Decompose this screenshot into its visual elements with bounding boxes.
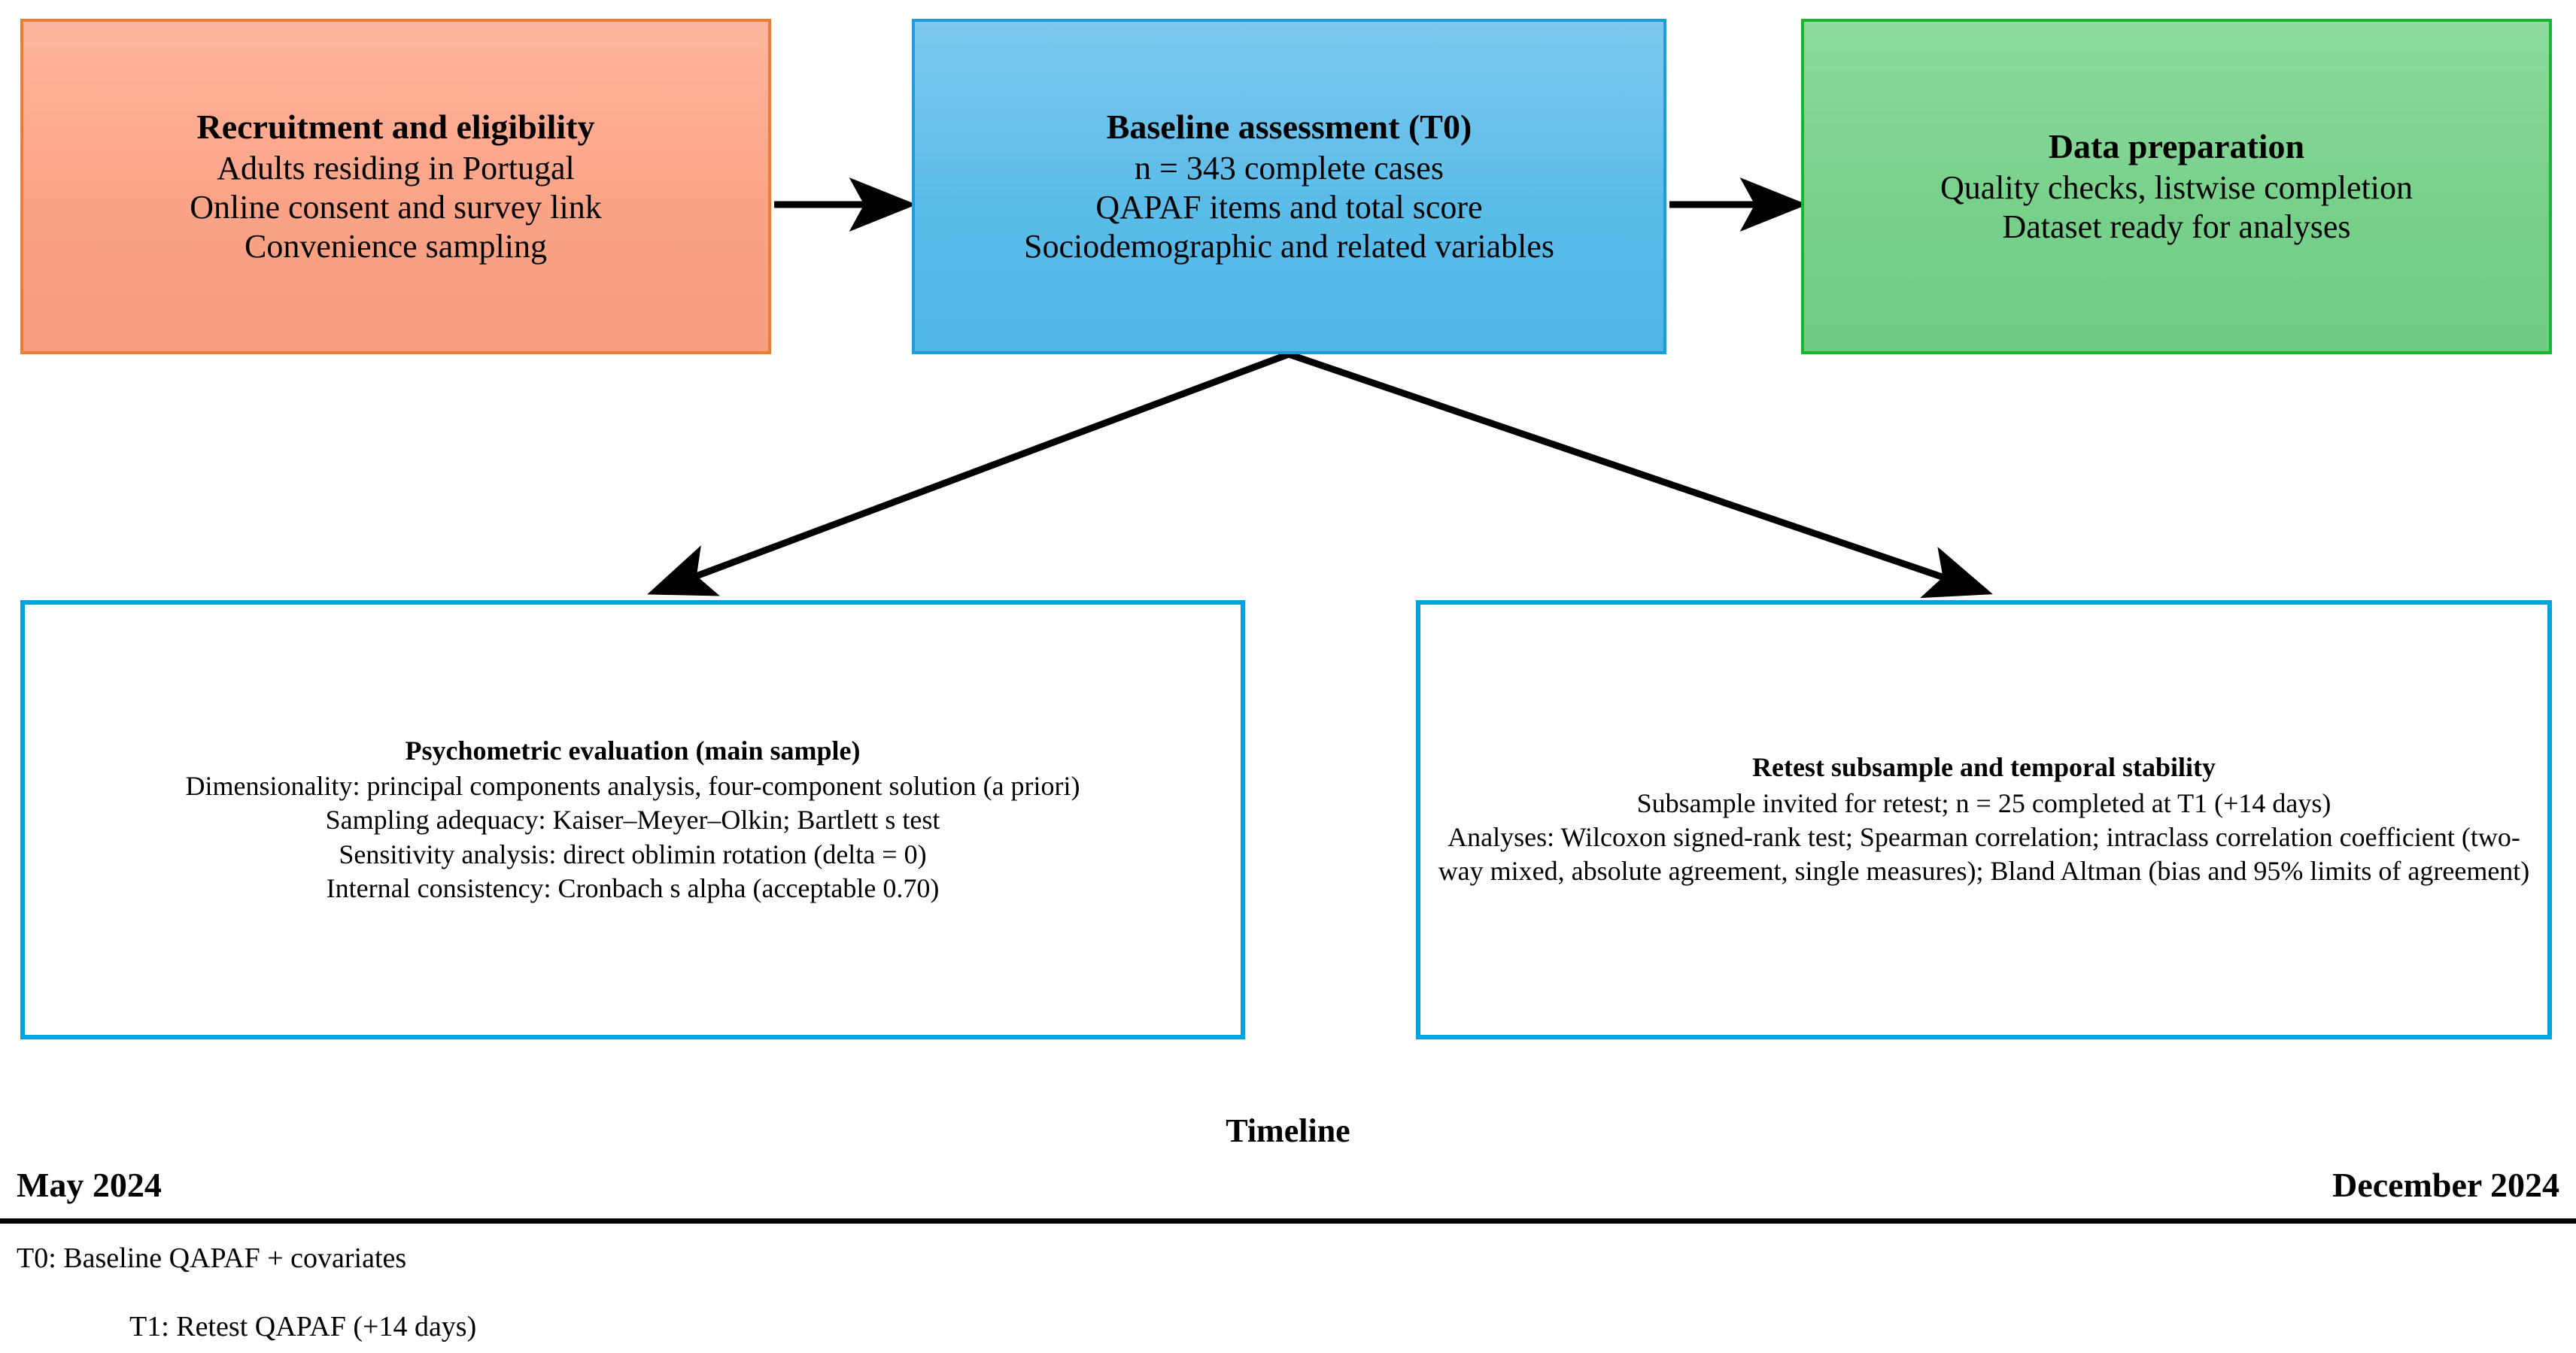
timeline-axis-line (0, 1218, 2576, 1224)
stage-box-recruitment: Recruitment and eligibility Adults resid… (20, 19, 771, 354)
stage-line-recruitment-2: Online consent and survey link (190, 189, 602, 226)
stage-body-recruitment: Recruitment and eligibility Adults resid… (179, 107, 612, 266)
stage-line-recruitment-1: Adults residing in Portugal (217, 150, 575, 187)
stage-line-baseline-1: n = 343 complete cases (1135, 150, 1444, 187)
branch-panel-psychometric-evaluation: Psychometric evaluation (main sample) Di… (20, 600, 1245, 1039)
branch-panel-retest-subsample: Retest subsample and temporal stability … (1416, 600, 2552, 1039)
stage-title-recruitment: Recruitment and eligibility (196, 108, 595, 146)
branch-line-psychometric-3: Sensitivity analysis: direct oblimin rot… (339, 839, 927, 869)
stage-line-baseline-2: QAPAF items and total score (1095, 189, 1483, 226)
stage-title-baseline: Baseline assessment (T0) (1106, 108, 1472, 146)
stage-line-data-preparation-1: Quality checks, listwise completion (1940, 169, 2413, 207)
stage-title-data-preparation: Data preparation (2048, 126, 2305, 165)
branch-line-psychometric-1: Dimensionality: principal components ana… (185, 770, 1080, 801)
branch-line-retest-1: Subsample invited for retest; n = 25 com… (1636, 787, 2331, 818)
timeline-event-t0: T0: Baseline QAPAF + covariates (17, 1242, 407, 1274)
timeline-end-date: December 2024 (2332, 1166, 2559, 1204)
stage-box-data-preparation: Data preparation Quality checks, listwis… (1801, 19, 2552, 354)
stage-body-baseline: Baseline assessment (T0) n = 343 complet… (1013, 107, 1565, 266)
branch-line-psychometric-4: Internal consistency: Cronbach s alpha (… (326, 873, 940, 904)
stage-line-data-preparation-2: Dataset ready for analyses (2002, 208, 2351, 246)
branch-line-psychometric-2: Sampling adequacy: Kaiser–Meyer–Olkin; B… (325, 805, 940, 836)
branch-title-retest-subsample: Retest subsample and temporal stability (1751, 752, 2216, 783)
stage-box-baseline: Baseline assessment (T0) n = 343 complet… (912, 19, 1666, 354)
timeline-event-t1: T1: Retest QAPAF (+14 days) (129, 1311, 477, 1342)
branch-title-psychometric-evaluation: Psychometric evaluation (main sample) (405, 735, 861, 766)
timeline-label: Timeline (1226, 1112, 1350, 1149)
timeline-start-date: May 2024 (17, 1166, 162, 1204)
branch-line-retest-2: Analyses: Wilcoxon signed-rank test; Spe… (1438, 822, 2530, 887)
arrow-baseline-to-psychometric (647, 350, 1290, 596)
stage-line-recruitment-3: Convenience sampling (244, 228, 547, 265)
stage-line-baseline-3: Sociodemographic and related variables (1024, 228, 1554, 265)
arrow-baseline-to-retest (1287, 350, 1993, 599)
stage-body-data-preparation: Data preparation Quality checks, listwis… (1930, 126, 2423, 247)
